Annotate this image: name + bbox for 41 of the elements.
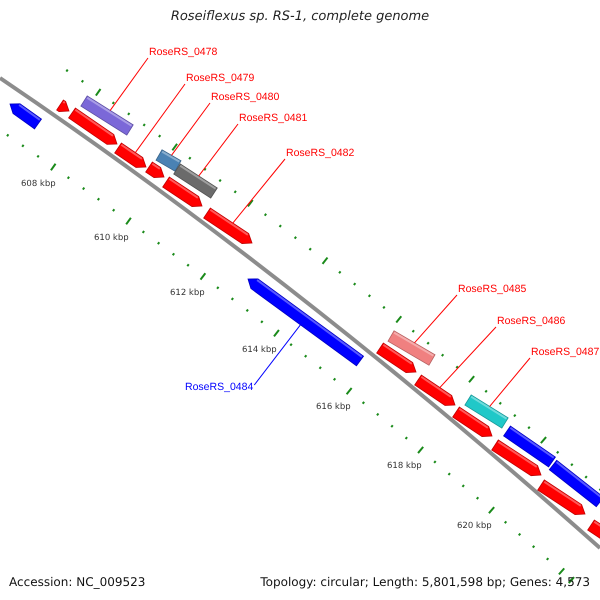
leader-line [198,124,238,176]
gene-bar [464,394,509,429]
gene-bar [56,99,70,112]
gene-bar [503,426,556,468]
leader-line [110,58,148,111]
gene-label: RoseRS_0487 [531,346,600,359]
gene-label: RoseRS_0480 [211,91,280,104]
gene-label: RoseRS_0478 [149,46,218,59]
gene-bar [80,95,134,136]
scale-label: 610 kbp [94,233,129,243]
leader-line [439,326,496,388]
gene-label: RoseRS_0484 [185,381,254,394]
gene-bar [387,330,436,366]
gene-bar [114,142,147,168]
scale-label: 612 kbp [170,288,205,298]
scale-label: 616 kbp [316,402,351,412]
scale-label: 618 kbp [387,461,422,471]
gene-bar [9,103,42,130]
genome-info-text: Topology: circular; Length: 5,801,598 bp; Genes: 4,573 [260,575,590,589]
leader-line [414,294,458,344]
gene-label: RoseRS_0485 [458,283,526,296]
gene-label: RoseRS_0482 [286,147,354,160]
gene-bar [203,207,253,244]
gene-label: RoseRS_0486 [497,315,566,328]
scale-label: 614 kbp [242,345,277,355]
leader-line [232,158,286,224]
accession-text: Accession: NC_009523 [9,575,146,589]
gene-bar [548,460,600,508]
gene-bar [155,149,182,172]
gene-bar [173,163,218,199]
gene-bar [145,161,165,178]
gene-label: RoseRS_0481 [239,112,308,125]
leader-line [171,102,210,156]
leader-line [134,84,186,154]
gene-label: RoseRS_0479 [186,72,254,85]
gene-bar [414,374,456,406]
leader-line [254,324,301,386]
scale-label: 608 kbp [21,179,56,189]
leader-line [489,358,530,407]
map-title: Roseiflexus sp. RS-1, complete genome [170,9,430,24]
scale-label: 620 kbp [457,521,492,531]
